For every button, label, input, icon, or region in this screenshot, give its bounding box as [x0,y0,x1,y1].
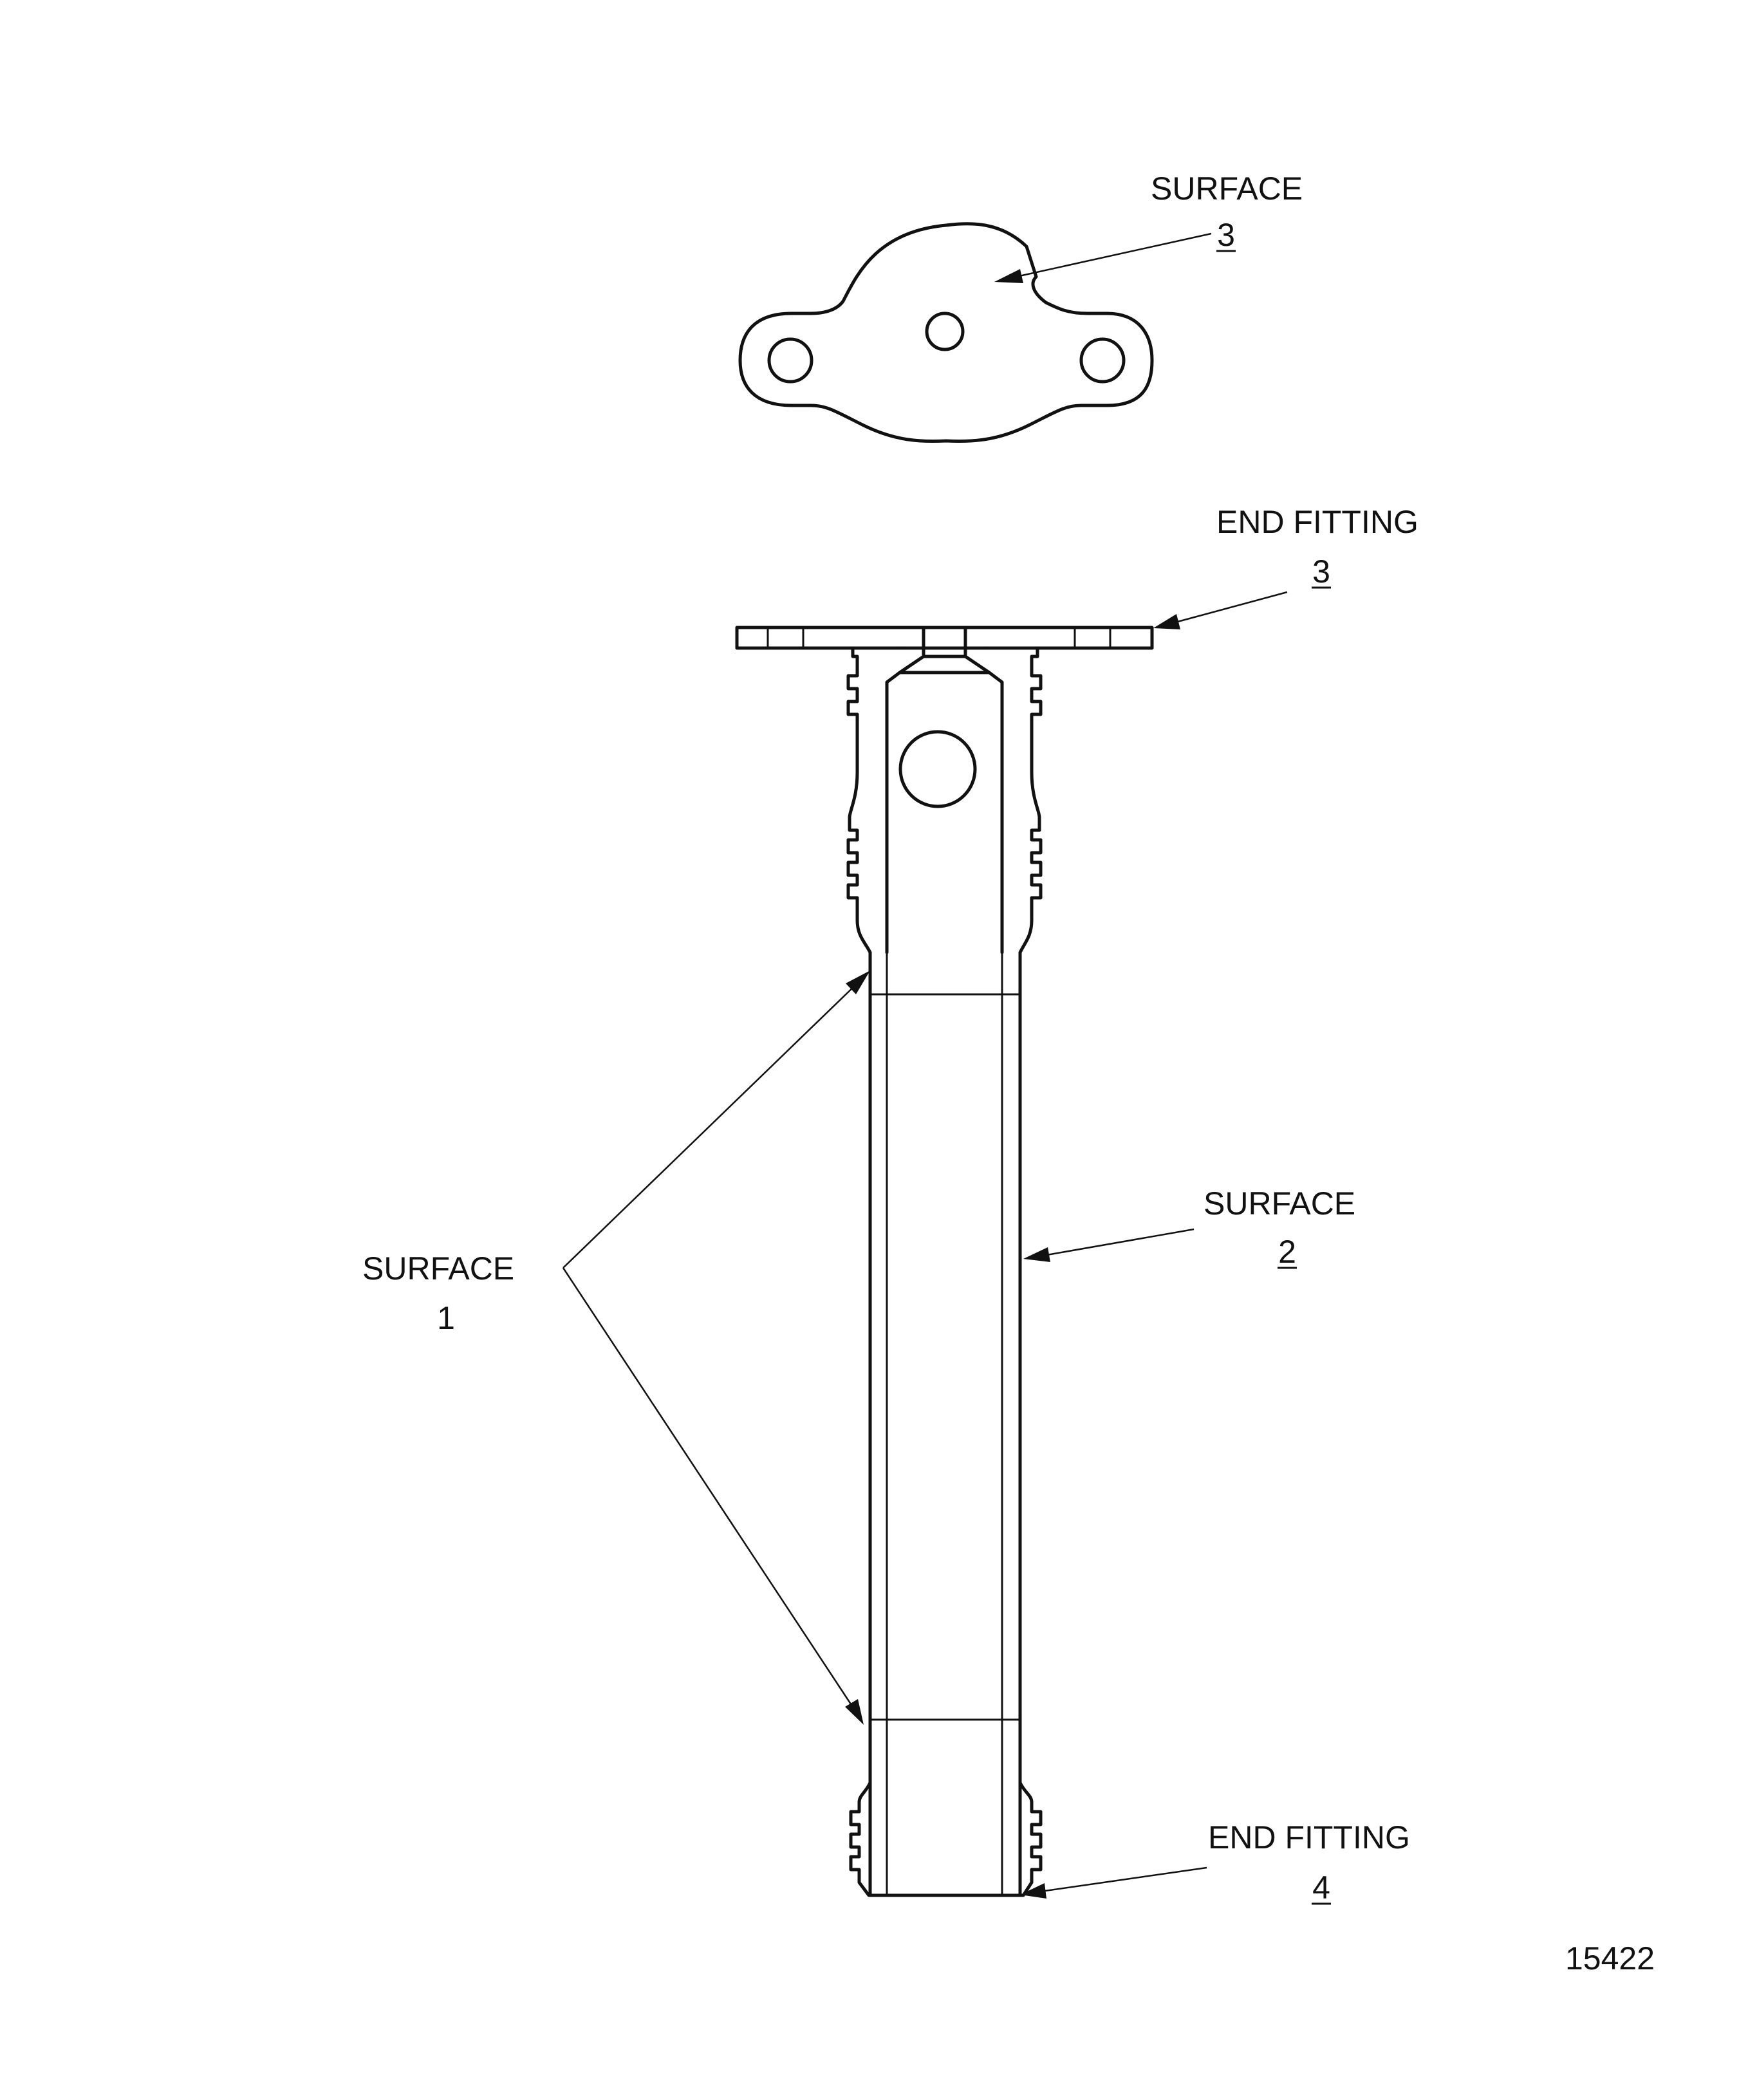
label-surface-3: SURFACE 3 [1151,171,1303,253]
flange-top-view [738,222,1154,443]
cross-hole [898,730,977,808]
label-surface-2: SURFACE 2 [1204,1185,1355,1270]
label-surface-1-number: 1 [437,1300,455,1336]
leader-lines [562,232,1288,1899]
label-end-fitting-3-text: END FITTING [1216,504,1418,540]
bolt-hole-right [1079,337,1126,384]
rod-assembly [735,626,1154,1897]
figure-number: 15422 [1565,1940,1655,1976]
bolt-hole-left [767,337,813,384]
label-surface-1: SURFACE 1 [362,1250,514,1336]
label-end-fitting-3: END FITTING 3 [1216,504,1418,590]
label-surface-1-text: SURFACE [362,1250,514,1287]
label-end-fitting-4-number: 4 [1312,1870,1330,1906]
label-end-fitting-3-number: 3 [1312,553,1330,590]
label-surface-2-text: SURFACE [1204,1185,1355,1222]
label-surface-3-number: 3 [1217,217,1235,253]
center-hole [925,311,965,351]
label-end-fitting-4: END FITTING 4 [1208,1819,1410,1906]
label-end-fitting-4-text: END FITTING [1208,1819,1410,1855]
label-surface-2-number: 2 [1278,1234,1296,1270]
label-surface-3-text: SURFACE [1151,171,1303,207]
